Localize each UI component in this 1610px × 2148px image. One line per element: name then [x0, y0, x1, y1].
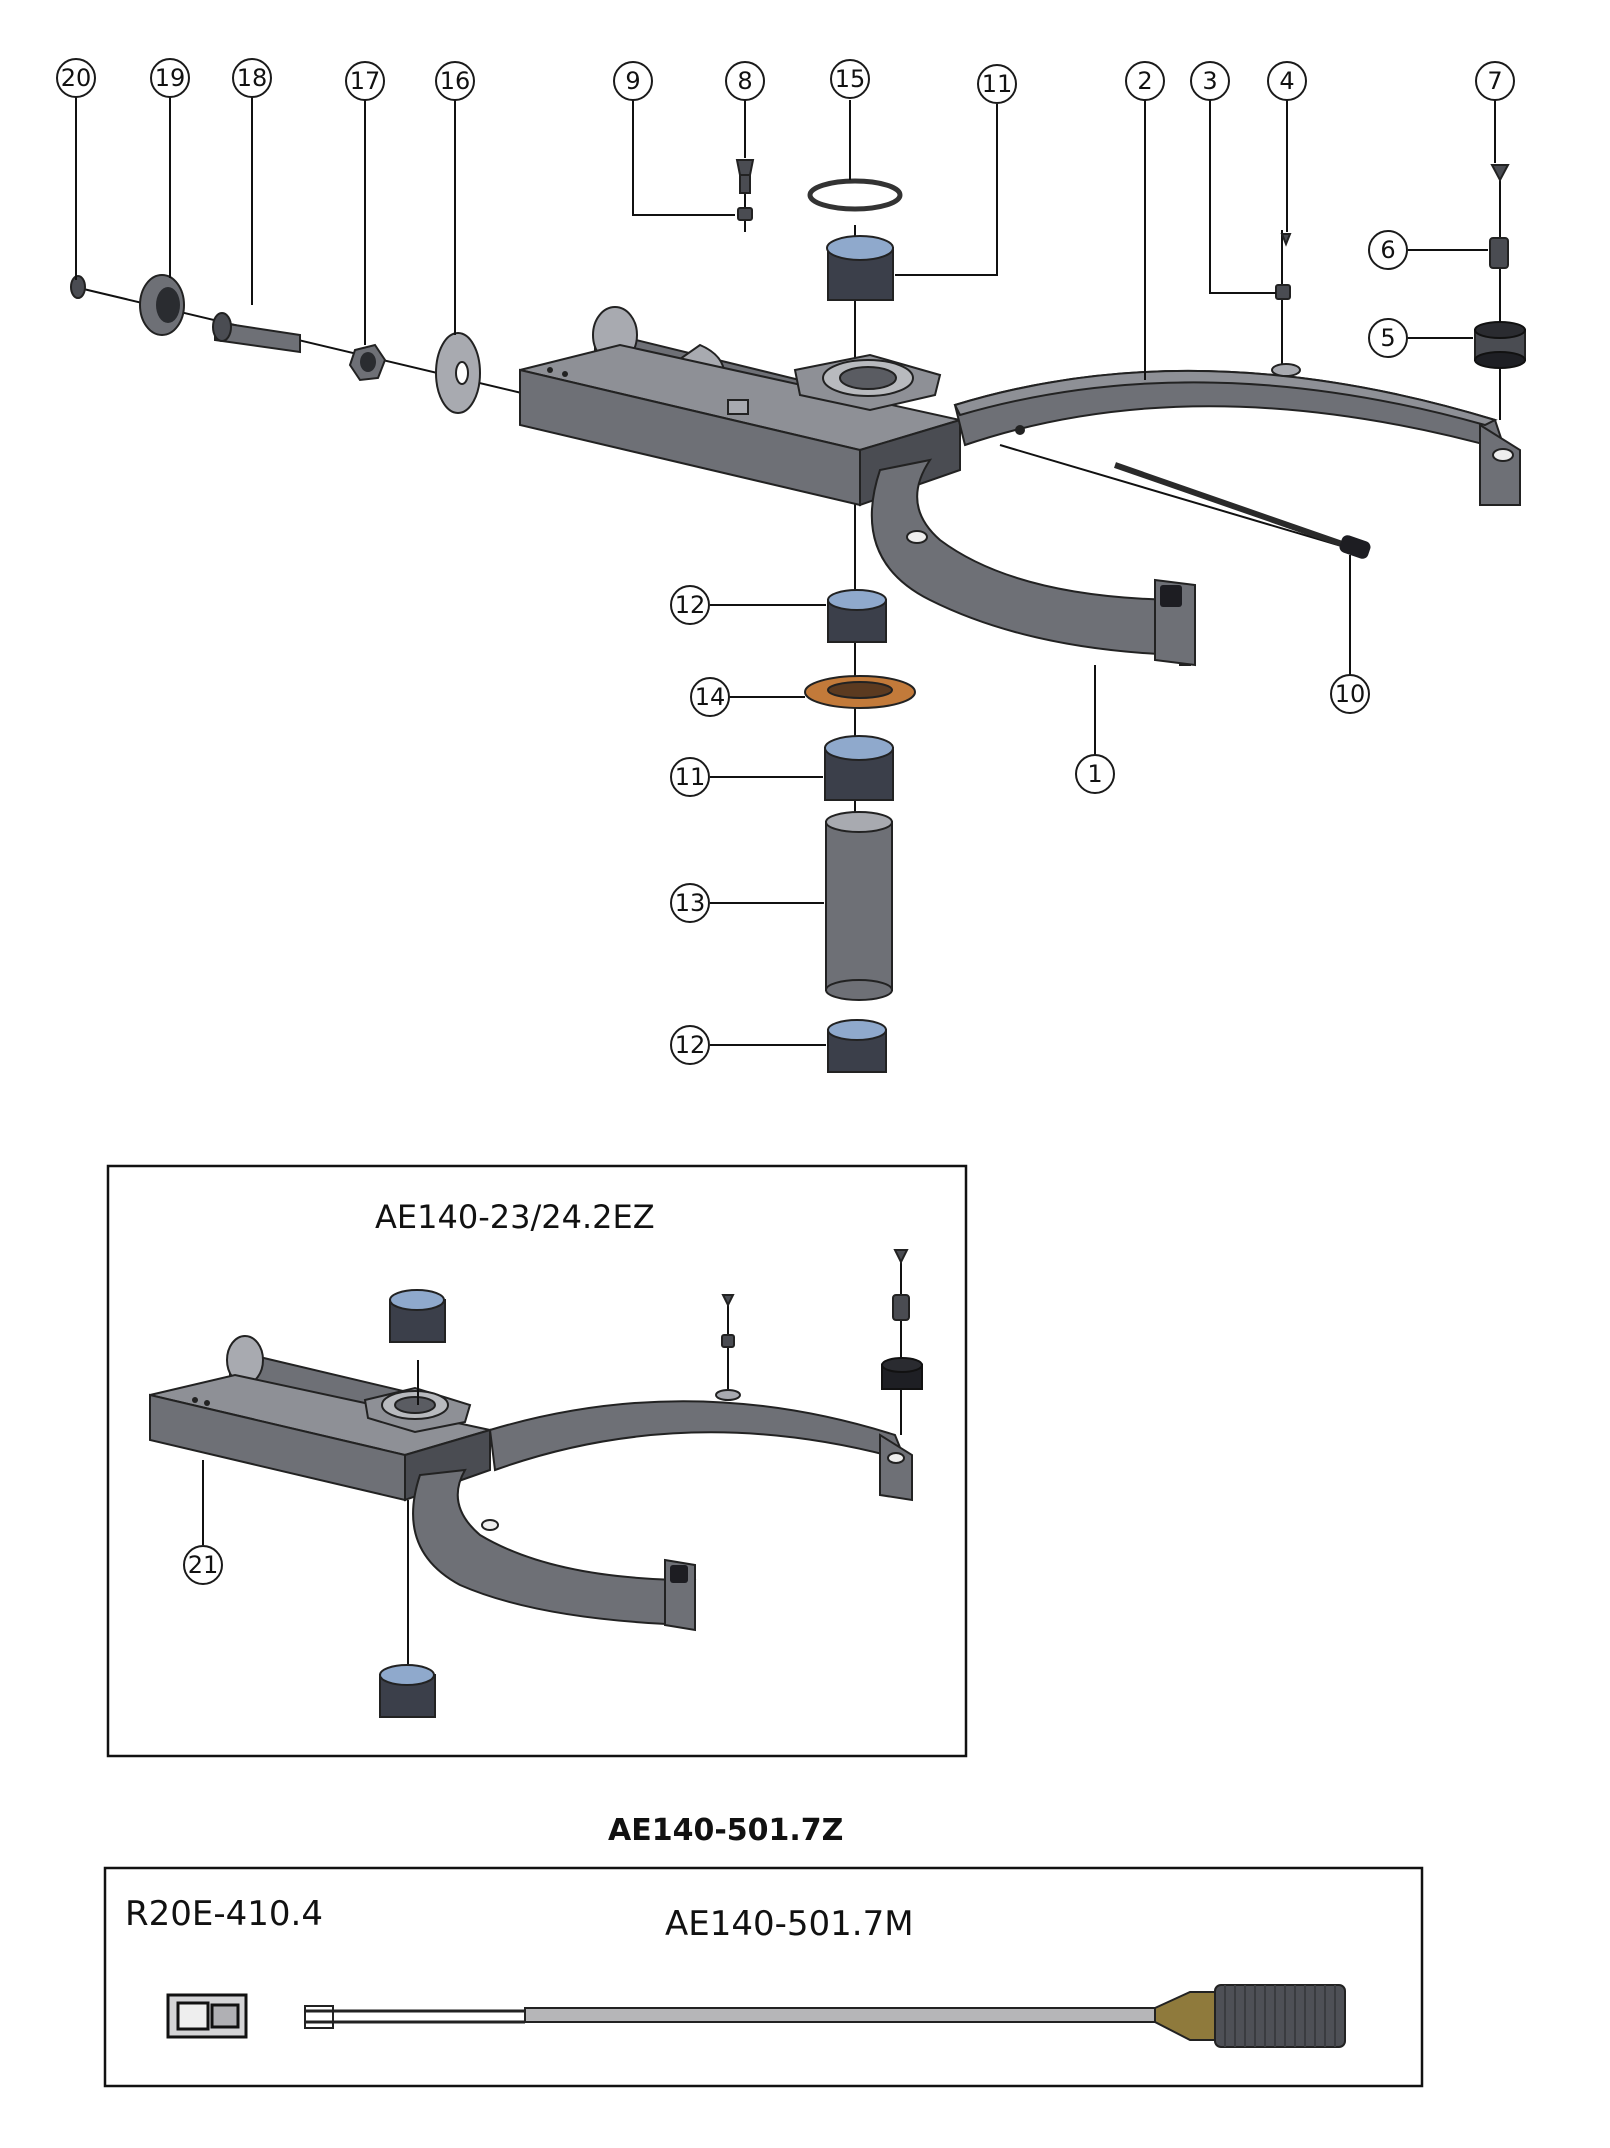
svg-text:7: 7 [1487, 67, 1502, 95]
washer-20 [70, 275, 86, 299]
screw-4 [1280, 233, 1292, 247]
callout-19: 19 [150, 58, 190, 98]
svg-text:12: 12 [675, 1031, 706, 1059]
lower-bushing-stack [804, 589, 916, 1073]
callout-leaders [75, 96, 1496, 1046]
bushing-12-lower [827, 1019, 887, 1073]
inset-title: AE140-23/24.2EZ [375, 1198, 655, 1236]
svg-text:15: 15 [835, 65, 866, 93]
bushing-11-top [826, 235, 894, 301]
callout-20: 20 [56, 58, 96, 98]
callout-14: 14 [690, 677, 730, 717]
retaining-ring-15 [807, 178, 903, 212]
svg-text:4: 4 [1279, 67, 1294, 95]
svg-text:9: 9 [625, 67, 640, 95]
callout-6: 6 [1368, 230, 1408, 270]
svg-text:20: 20 [61, 64, 92, 92]
callout-1: 1 [1075, 754, 1115, 794]
cap-5 [1474, 321, 1526, 369]
callout-3: 3 [1190, 61, 1230, 101]
sensor-rod-10 [1114, 462, 1371, 559]
svg-text:17: 17 [350, 67, 381, 95]
callout-5: 5 [1368, 318, 1408, 358]
callout-8: 8 [725, 61, 765, 101]
nut-3 [1275, 284, 1291, 300]
upper-small-parts [735, 159, 1526, 377]
cable-part-label: AE140-501.7M [665, 1904, 914, 1944]
nut-9 [737, 207, 753, 221]
callout-11-top: 11 [977, 64, 1017, 104]
svg-text:11: 11 [982, 70, 1013, 98]
sensor-kit-heading: AE140-501.7Z [608, 1813, 843, 1848]
connector-icon [166, 1993, 248, 2039]
callout-18: 18 [232, 58, 272, 98]
callout-7: 7 [1475, 61, 1515, 101]
svg-text:21: 21 [188, 1551, 219, 1579]
pin-13 [825, 811, 893, 1001]
sensor-kit-box: R20E-410.4 AE140-501.7M [103, 1866, 1424, 2088]
callout-11-lower: 11 [670, 757, 710, 797]
sensor-cable-icon [304, 1984, 1346, 2048]
shaft-parts [70, 274, 481, 414]
svg-text:13: 13 [675, 889, 706, 917]
svg-text:1: 1 [1087, 760, 1102, 788]
callout-13: 13 [670, 883, 710, 923]
callout-21: 21 [183, 1545, 223, 1585]
svg-text:14: 14 [695, 683, 726, 711]
shifter-arm-assembly [519, 306, 1521, 667]
svg-text:8: 8 [737, 67, 752, 95]
inset-assembly-box: AE140-23/24.2EZ [106, 1164, 968, 1758]
screw-8 [735, 159, 755, 176]
svg-text:5: 5 [1380, 324, 1395, 352]
svg-text:16: 16 [440, 67, 471, 95]
set-screw-6 [1489, 237, 1509, 269]
connector-part-label: R20E-410.4 [125, 1894, 323, 1934]
bushing-11-lower [824, 735, 894, 801]
callout-2: 2 [1125, 61, 1165, 101]
svg-text:12: 12 [675, 591, 706, 619]
callout-15: 15 [830, 59, 870, 99]
svg-text:6: 6 [1380, 236, 1395, 264]
callout-16: 16 [435, 61, 475, 101]
callout-10: 10 [1330, 674, 1370, 714]
svg-text:18: 18 [237, 64, 268, 92]
svg-text:3: 3 [1202, 67, 1217, 95]
callout-9: 9 [613, 61, 653, 101]
svg-text:2: 2 [1137, 67, 1152, 95]
callout-12-upper: 12 [670, 585, 710, 625]
callout-4: 4 [1267, 61, 1307, 101]
svg-text:10: 10 [1335, 680, 1366, 708]
bushing-12-upper [827, 589, 887, 643]
thrust-washer-14 [804, 675, 916, 709]
svg-text:11: 11 [675, 763, 706, 791]
callout-17: 17 [345, 61, 385, 101]
callout-12-lower: 12 [670, 1025, 710, 1065]
svg-text:19: 19 [155, 64, 186, 92]
screw-7 [1490, 164, 1510, 183]
